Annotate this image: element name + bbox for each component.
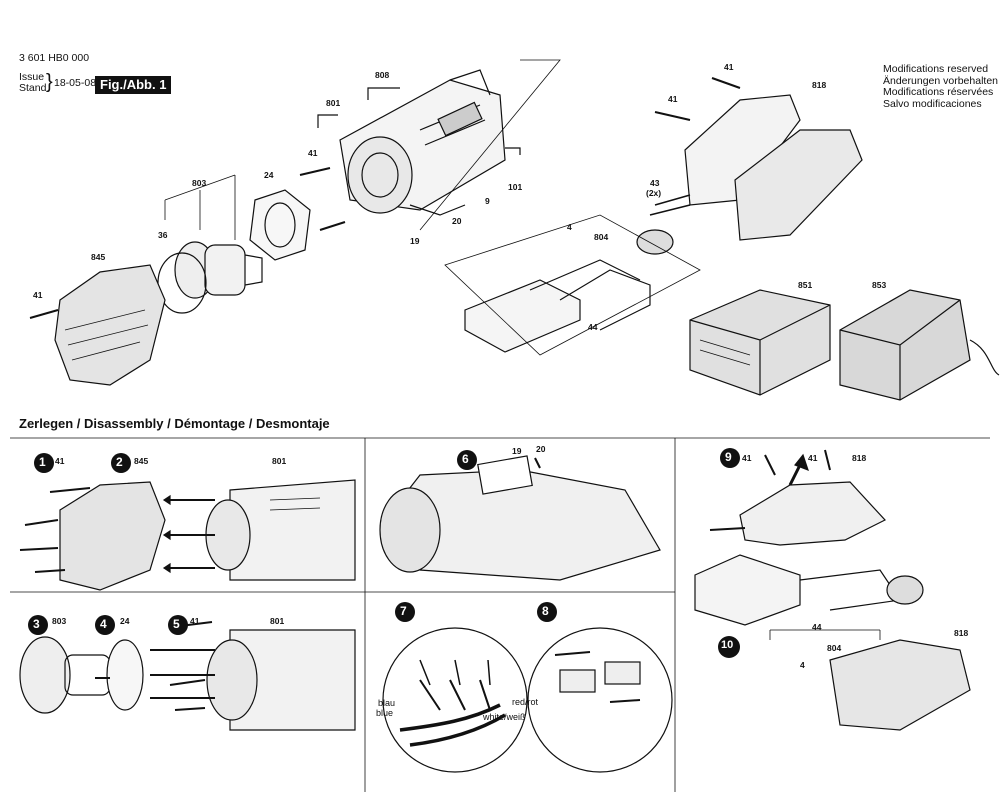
label-20: 20 — [452, 216, 462, 226]
dis-label-818-s10: 818 — [954, 628, 969, 638]
step-1: 1 — [39, 455, 46, 469]
label-44: 44 — [588, 322, 598, 332]
label-41-a: 41 — [308, 148, 318, 158]
label-818: 818 — [812, 80, 827, 90]
label-851: 851 — [798, 280, 813, 290]
dis-label-44: 44 — [812, 622, 822, 632]
step-3: 3 — [33, 617, 40, 631]
step-8: 8 — [542, 604, 549, 618]
dis-label-41-s1: 41 — [55, 456, 65, 466]
label-9: 9 — [485, 196, 490, 206]
label-808: 808 — [375, 70, 390, 80]
wire-label-white: white/weiß — [483, 712, 526, 722]
label-24: 24 — [264, 170, 274, 180]
figure-label: Fig./Abb. 1 — [95, 76, 172, 94]
dis-label-804: 804 — [827, 643, 842, 653]
modifications-de: Änderungen vorbehalten — [883, 74, 999, 87]
dis-label-803: 803 — [52, 616, 67, 626]
disassembly-title: Zerlegen / Disassembly / Démontage / Des… — [19, 416, 330, 431]
step-9: 9 — [725, 450, 732, 464]
label-853: 853 — [872, 280, 887, 290]
step-5: 5 — [173, 617, 180, 631]
dis-label-20: 20 — [536, 444, 546, 454]
issue-label: Issue — [19, 71, 45, 83]
modifications-fr: Modifications réservées — [883, 86, 994, 98]
step-4: 4 — [100, 617, 107, 631]
dis-label-801-s5: 801 — [270, 616, 285, 626]
cover-818-drawing — [649, 77, 863, 241]
battery-851-drawing — [689, 289, 831, 396]
housing-801-drawing — [339, 69, 506, 216]
modifications-es: Salvo modificaciones — [883, 97, 982, 110]
electronics-4-drawing — [444, 214, 701, 356]
dis-label-41-s5: 41 — [190, 616, 200, 626]
dis-label-818-s9: 818 — [852, 453, 867, 463]
step-markers — [28, 448, 740, 658]
step-2: 2 — [116, 455, 123, 469]
step-6: 6 — [462, 452, 469, 466]
label-803: 803 — [192, 178, 207, 188]
issue-date: 18-05-08 — [54, 77, 97, 89]
issue-brace: } — [46, 71, 53, 93]
dis-label-24: 24 — [120, 616, 130, 626]
bracket-24-drawing — [249, 189, 311, 261]
label-845: 845 — [91, 252, 106, 262]
label-41-head: 41 — [33, 290, 43, 300]
label-41-cover: 41 — [668, 94, 678, 104]
label-101: 101 — [508, 182, 523, 192]
dis-label-4: 4 — [800, 660, 805, 670]
dis-label-19: 19 — [512, 446, 522, 456]
dis-label-41-s9b: 41 — [808, 453, 818, 463]
modifications-en: Modifications reserved — [883, 63, 989, 75]
charger-853-drawing — [839, 289, 1000, 401]
dis-label-41-s9a: 41 — [742, 453, 752, 463]
step-10: 10 — [721, 639, 734, 651]
step-7: 7 — [400, 604, 407, 618]
wire-label-blau: blau — [378, 698, 396, 708]
disassembly-steps-diagram — [10, 437, 990, 792]
label-19: 19 — [410, 236, 420, 246]
label-2x: (2x) — [646, 188, 662, 198]
part-number: 3 601 HB0 000 — [19, 52, 90, 64]
label-4: 4 — [567, 222, 572, 232]
dis-label-801-s2: 801 — [272, 456, 287, 466]
wire-label-blue: blue — [376, 708, 394, 718]
label-41-cover-top: 41 — [724, 62, 734, 72]
modifications-notice: Modifications reserved Änderungen vorbeh… — [883, 63, 999, 110]
label-801: 801 — [326, 98, 341, 108]
label-804: 804 — [594, 232, 609, 242]
rotor-803-drawing — [157, 174, 263, 314]
label-36: 36 — [158, 230, 168, 240]
stand-label: Stand — [19, 82, 47, 94]
exploded-view-diagram — [29, 59, 1000, 401]
label-43: 43 — [650, 178, 660, 188]
dis-label-845: 845 — [134, 456, 149, 466]
wire-label-red: red/rot — [512, 697, 539, 707]
head-845-drawing — [29, 264, 166, 386]
